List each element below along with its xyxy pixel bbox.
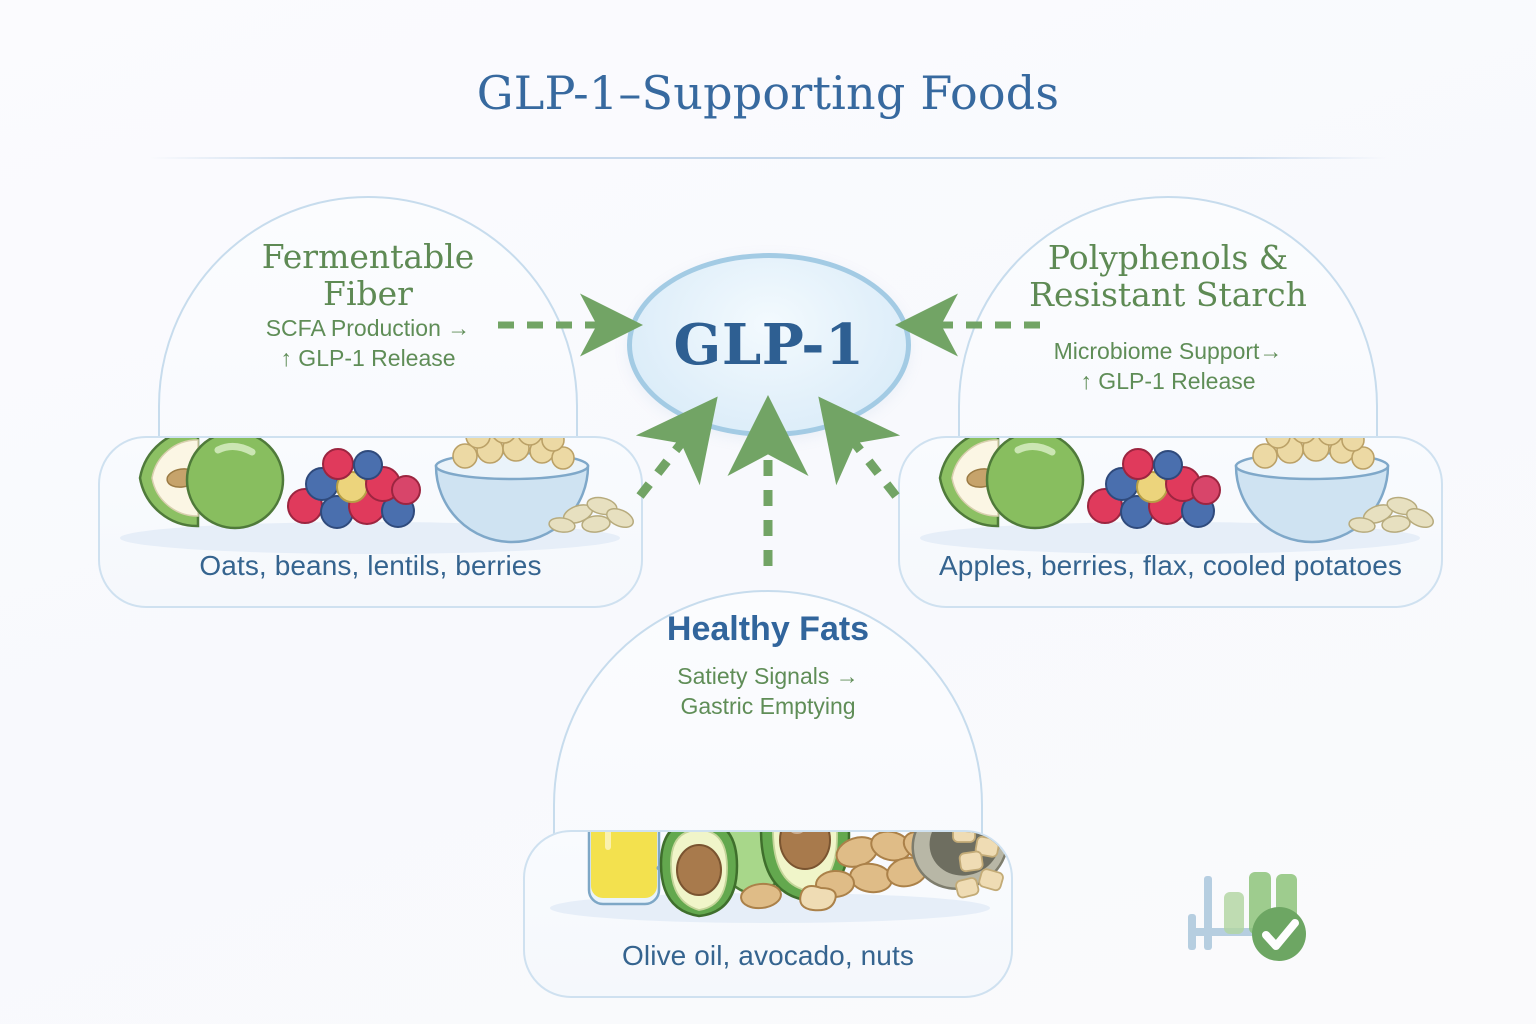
title-divider	[148, 157, 1388, 159]
glp1-label: GLP-1	[673, 312, 865, 378]
oats-icon	[1348, 496, 1434, 533]
subtitle-polyphenols: Microbiome Support→ ↑ GLP-1 Release	[1053, 338, 1283, 395]
tipped-bowl-icon	[911, 832, 1009, 899]
food-illustration-polyphenols	[920, 438, 1434, 554]
arrow-fats-to-glp1-right	[818, 396, 901, 499]
berries-icon	[1087, 448, 1221, 529]
apple-whole-icon	[985, 438, 1085, 530]
caption-fermentable-fiber: Oats, beans, lentils, berries	[199, 550, 542, 581]
olive-oil-bottle-icon	[587, 832, 684, 906]
caption-polyphenols: Apples, berries, flax, cooled potatoes	[939, 550, 1402, 581]
chart-check-badge-icon	[1188, 872, 1306, 961]
panel-card-left: Oats, beans, lentils, berries	[98, 436, 643, 608]
page-title: GLP-1–Supporting Foods	[476, 66, 1060, 120]
food-illustration-fats	[550, 832, 1009, 923]
subtitle-fermentable-fiber: SCFA Production → ↑ GLP-1 Release	[265, 315, 471, 372]
panel-card-right: Apples, berries, flax, cooled potatoes	[898, 436, 1443, 608]
panel-card-bottom: Olive oil, avocado, nuts	[523, 830, 1013, 998]
caption-healthy-fats: Olive oil, avocado, nuts	[622, 940, 914, 971]
apple-whole-icon	[185, 438, 285, 530]
food-illustration-fiber	[120, 438, 634, 554]
glp1-center-node: GLP-1	[627, 253, 911, 437]
arrow-fats-to-glp1-left	[635, 396, 718, 499]
heading-fermentable-fiber: Fermentable Fiber	[261, 237, 475, 313]
subtitle-healthy-fats: Satiety Signals → Gastric Emptying	[677, 663, 859, 720]
avocado-half-left-icon	[659, 832, 739, 918]
oats-icon	[548, 496, 634, 533]
heading-healthy-fats: Healthy Fats	[666, 610, 870, 648]
heading-polyphenols: Polyphenols & Resistant Starch	[1029, 238, 1307, 314]
berries-icon	[287, 448, 421, 529]
